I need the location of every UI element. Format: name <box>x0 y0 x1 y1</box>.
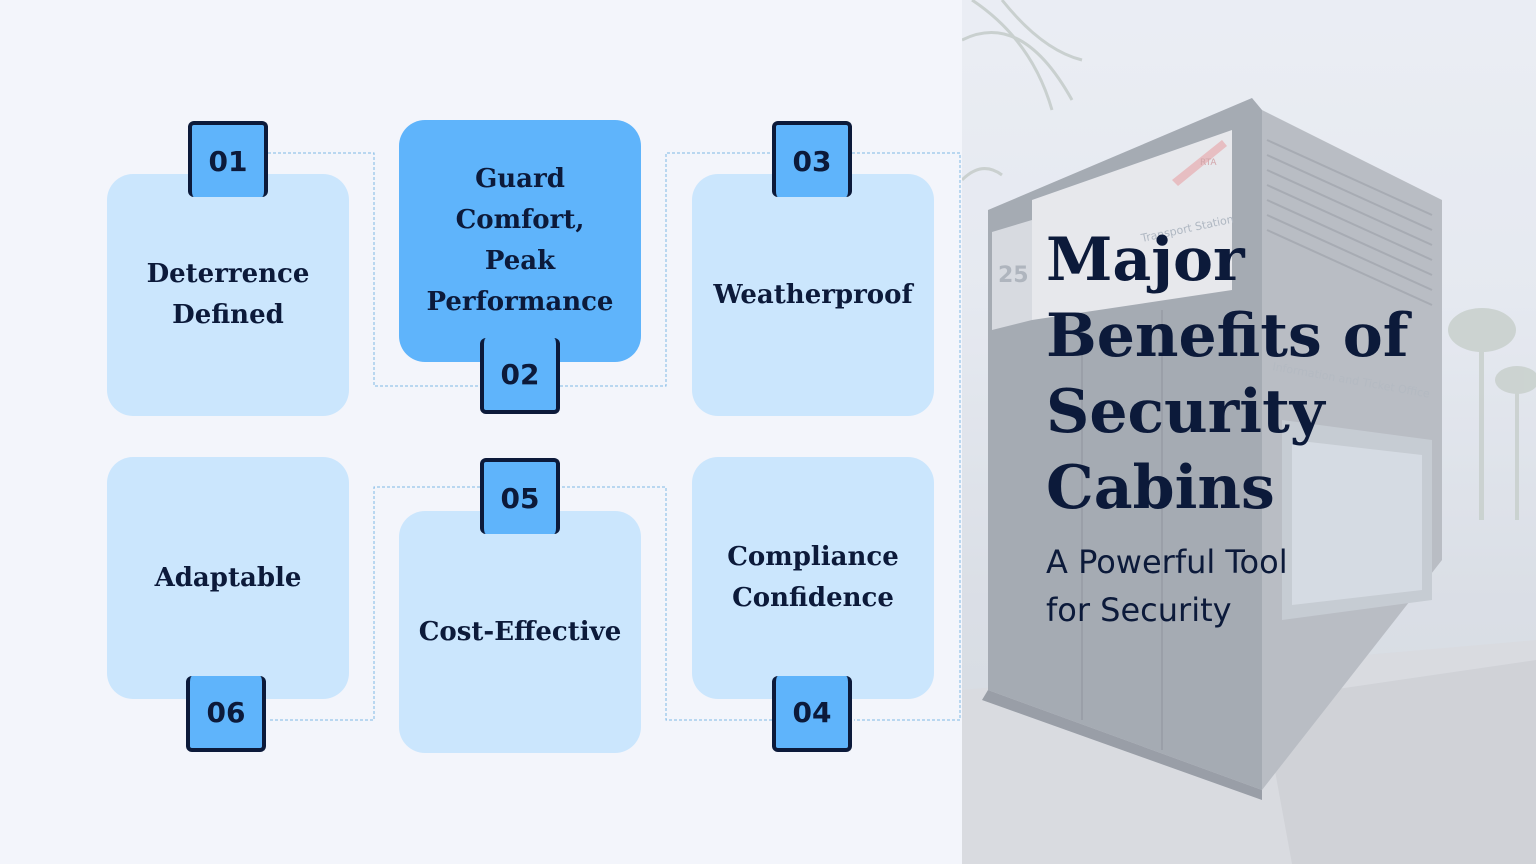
benefit-number-badge: 06 <box>186 676 266 752</box>
hero-panel: RTA 25 Transport Station Information and… <box>962 0 1536 864</box>
sign-number: 25 <box>998 263 1029 288</box>
page-subtitle: A Powerful Tool for Security <box>1046 543 1288 629</box>
benefit-label: Compliance Confidence <box>727 542 899 613</box>
benefit-label: Deterrence Defined <box>146 259 310 330</box>
benefit-card-02: Guard Comfort, Peak Performance <box>399 120 641 362</box>
security-cabin-photo: RTA 25 Transport Station Information and… <box>962 0 1536 864</box>
benefit-number-badge: 01 <box>188 121 268 197</box>
benefit-card-01: Deterrence Defined <box>107 174 349 416</box>
benefit-number-badge: 05 <box>480 458 560 534</box>
benefit-card-04: Compliance Confidence <box>692 457 934 699</box>
benefit-label: Guard Comfort, Peak Performance <box>426 164 614 317</box>
benefit-number-badge: 04 <box>772 676 852 752</box>
benefit-label: Adaptable <box>154 562 302 593</box>
page-title: Major Benefits of Security Cabins <box>1046 225 1409 523</box>
brand-text: RTA <box>1200 158 1217 168</box>
benefit-card-05: Cost-Effective <box>399 511 641 753</box>
benefit-card-06: Adaptable <box>107 457 349 699</box>
benefit-label: Weatherproof <box>713 279 913 310</box>
benefit-card-03: Weatherproof <box>692 174 934 416</box>
benefit-label: Cost-Effective <box>418 616 622 647</box>
benefit-number-badge: 02 <box>480 338 560 414</box>
benefits-panel: Deterrence Defined 01 Guard Comfort, Pea… <box>107 120 961 753</box>
connector-lines <box>268 152 961 721</box>
benefit-number-badge: 03 <box>772 121 852 197</box>
